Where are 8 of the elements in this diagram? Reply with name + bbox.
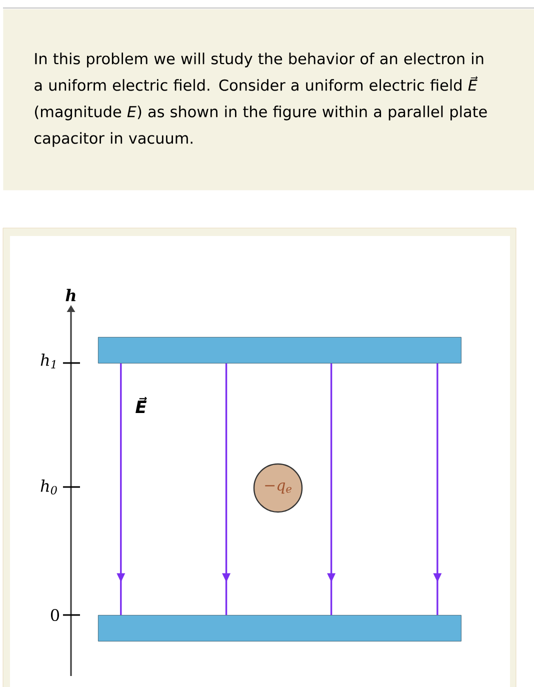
axis-label: h$_{0}$ bbox=[40, 480, 57, 494]
axis-label: h bbox=[66, 288, 76, 302]
capacitor-plate bbox=[98, 337, 462, 364]
field-label: E⃗ bbox=[136, 397, 147, 413]
axis-label: 0 bbox=[50, 608, 60, 622]
capacitor-plate bbox=[98, 615, 462, 642]
axis-label: h$_{1}$ bbox=[40, 354, 56, 368]
text-panel: In this problem we will study the behavior of an electron in a uniform electric field. Consider a uniform electric field E⃗ (magnitude E) as shown in the figure within a parallel plate capacitor in vacuum. bbox=[3, 9, 534, 190]
